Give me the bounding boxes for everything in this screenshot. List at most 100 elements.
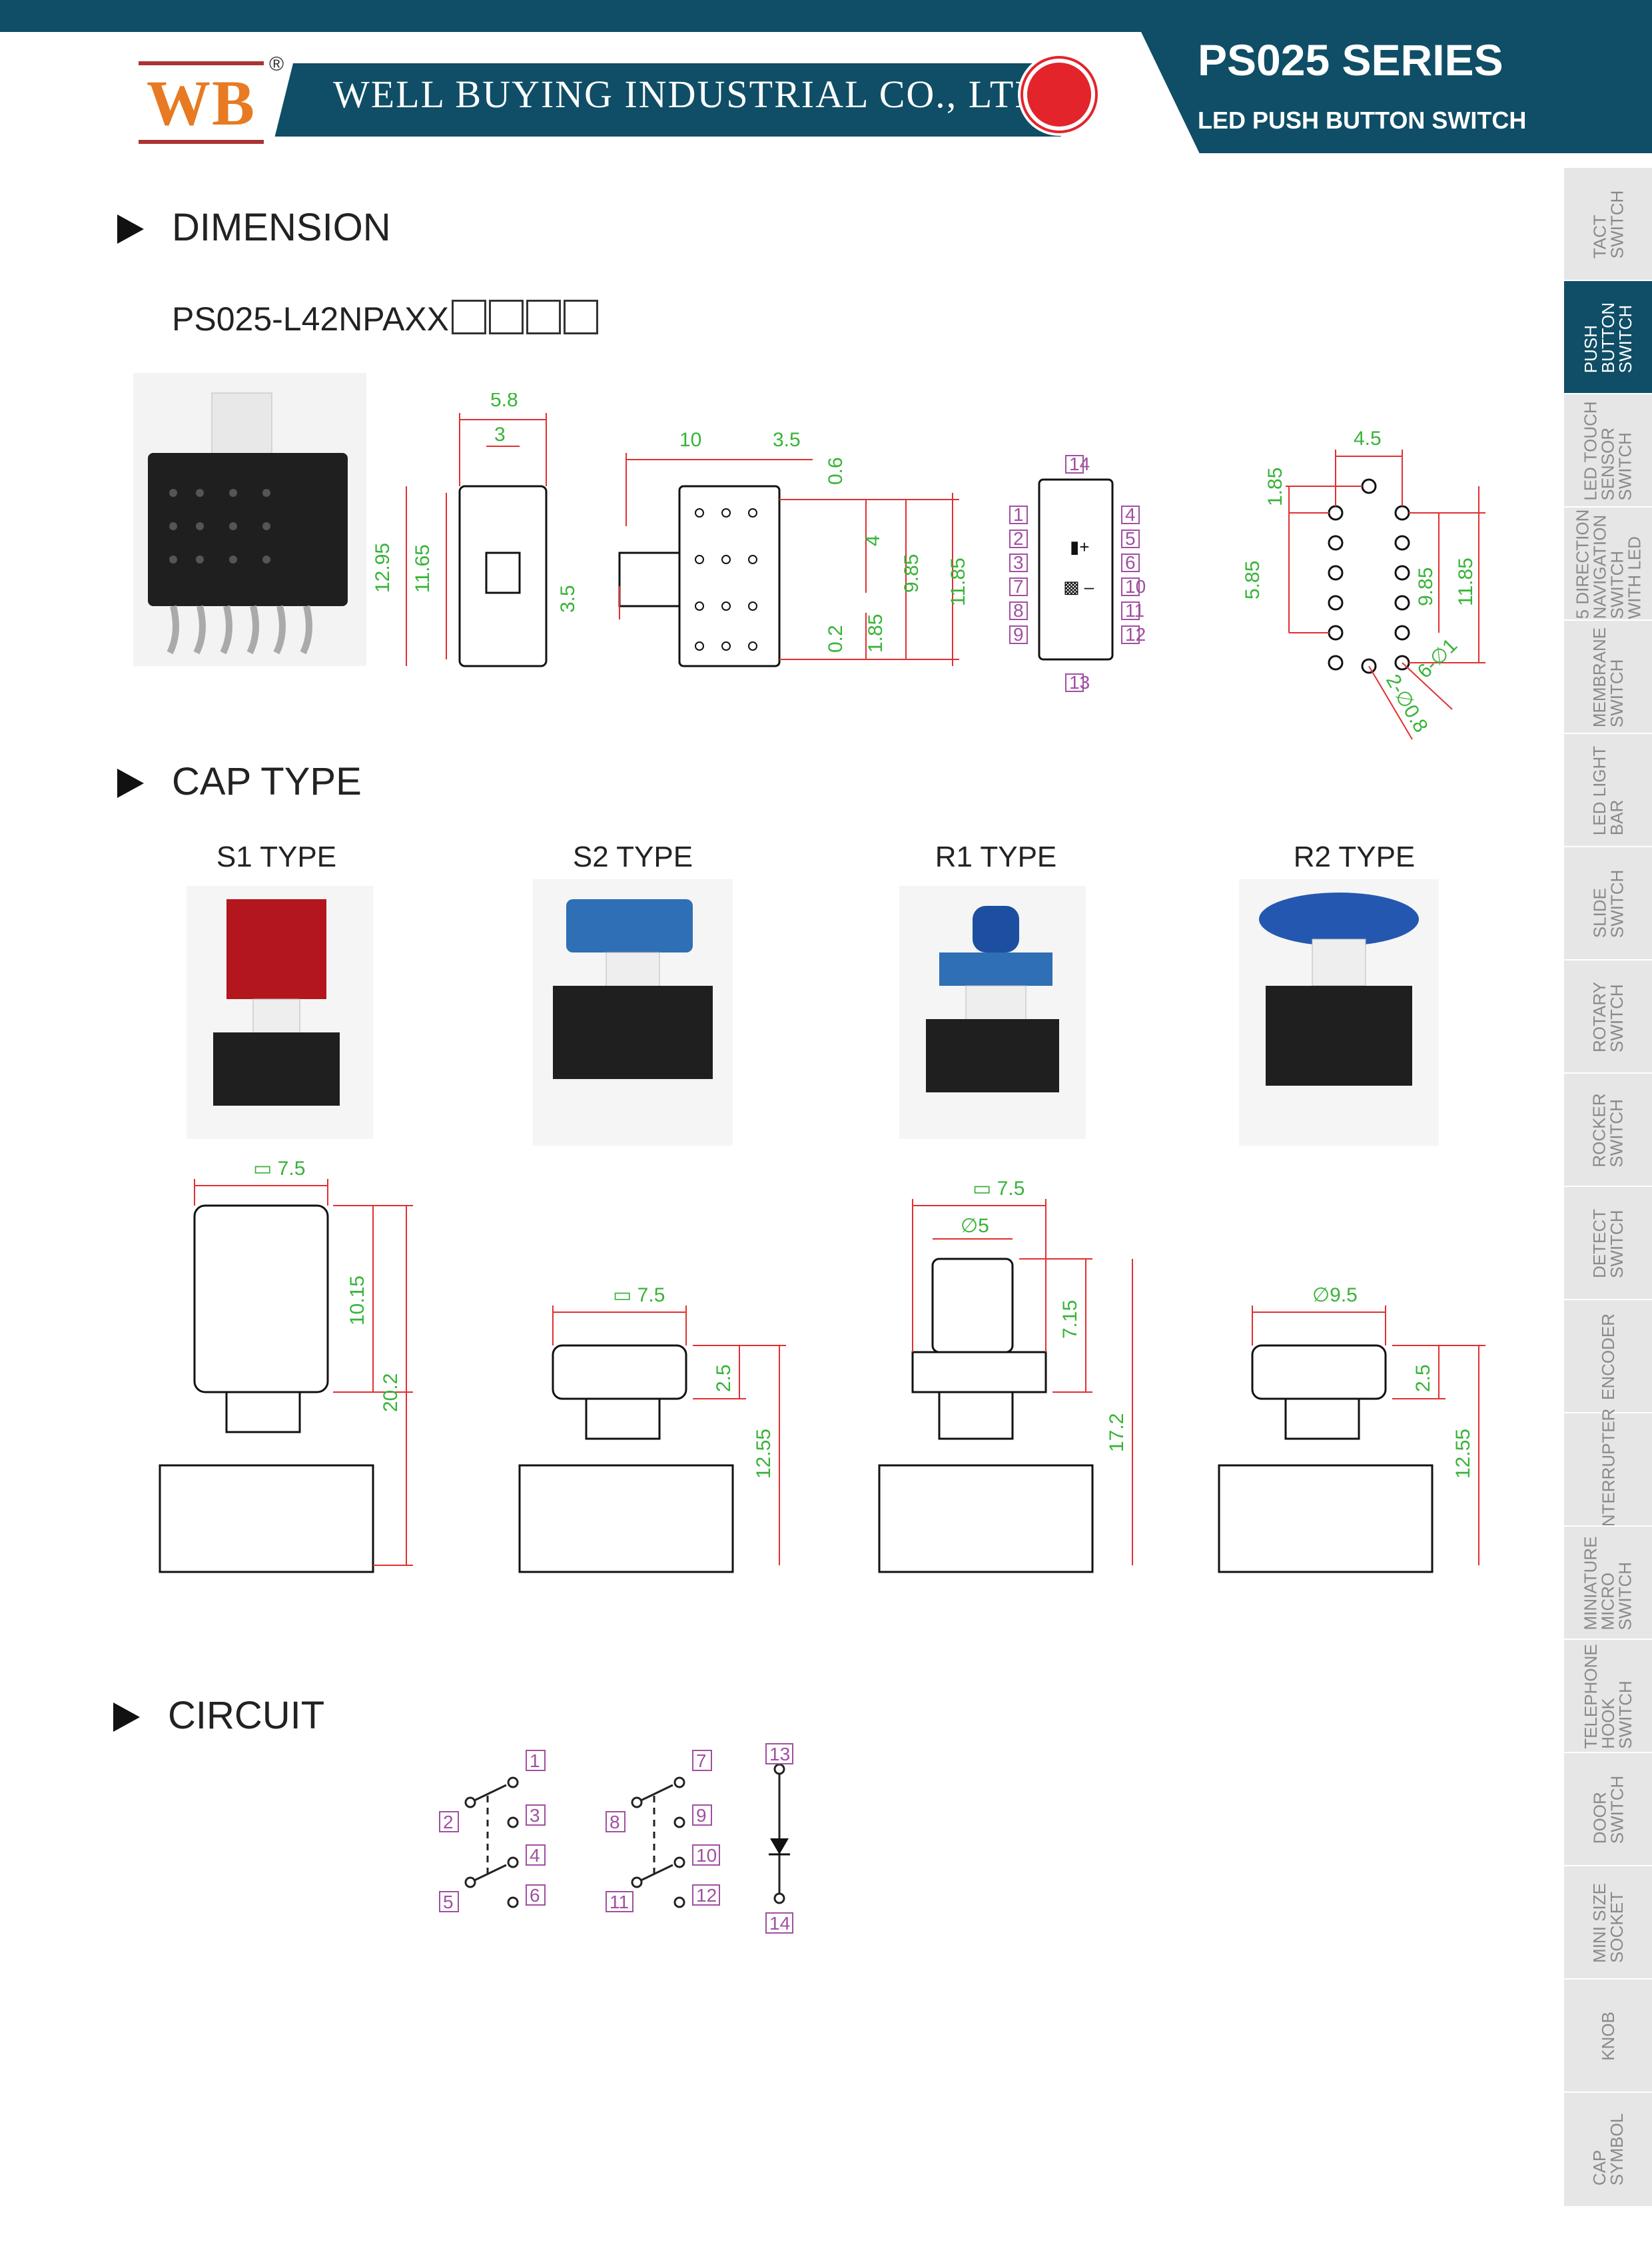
pin-right-6: 6 xyxy=(1125,552,1136,573)
circuit-pin-box xyxy=(606,1811,625,1832)
side-tab-14[interactable]: DOOR SWITCH xyxy=(1564,1752,1652,1866)
pin-right-6-box xyxy=(1121,554,1140,572)
side-tab-label: MEMBRANE SWITCH xyxy=(1589,627,1627,728)
s2-dim-total-height: 12.55 xyxy=(753,1429,775,1479)
side-tab-2[interactable]: LED TOUCH SENSOR SWITCH xyxy=(1564,393,1652,508)
pin-top: 14 xyxy=(1069,454,1090,474)
svg-text:▮+: ▮+ xyxy=(1070,537,1090,557)
side-tab-label: ROTARY SWITCH xyxy=(1589,982,1627,1052)
dim-pcb-hole1: 2-∅0.8 xyxy=(1382,671,1432,736)
pin-left-8-box xyxy=(1009,601,1028,620)
pin-left-7-box xyxy=(1009,577,1028,596)
circuit-pin-box xyxy=(692,1750,712,1771)
dim-top-width: 5.8 xyxy=(490,393,518,411)
r1-dim-cap-height: 7.15 xyxy=(1059,1300,1081,1339)
side-tab-16[interactable]: KNOB xyxy=(1564,1978,1652,2093)
side-tab-13[interactable]: TELEPHONE HOOK SWITCH xyxy=(1564,1639,1652,1753)
dim-side-02: 0.2 xyxy=(825,625,847,653)
circuit-pin-box xyxy=(606,1891,633,1912)
side-tab-0[interactable]: TACT SWITCH xyxy=(1564,167,1652,281)
circuit-pin-10: 10 xyxy=(696,1845,717,1866)
circuit-pin-box xyxy=(526,1750,546,1771)
section-title-circuit: CIRCUIT xyxy=(168,1694,325,1737)
dim-side-10: 10 xyxy=(679,429,701,451)
dim-pcb-585: 5.85 xyxy=(1242,561,1264,599)
dim-side-35: 3.5 xyxy=(773,429,801,451)
r1-cap-photo xyxy=(899,886,1086,1139)
r2-cap-photo xyxy=(1239,879,1439,1146)
circuit-pin-box xyxy=(765,1912,793,1934)
dim-pcb-1185: 11.85 xyxy=(1455,558,1477,606)
side-tab-label: DOOR SWITCH xyxy=(1589,1775,1627,1844)
pin-right-12: 12 xyxy=(1125,624,1146,645)
r2-drawing: ∅9.5 2.5 12.55 xyxy=(1218,1284,1485,1573)
side-tab-8[interactable]: ROCKER SWITCH xyxy=(1564,1072,1652,1187)
side-tab-label: DETECT SWITCH xyxy=(1589,1209,1627,1278)
side-tab-label: MINI SIZE SOCKET xyxy=(1589,1883,1627,1963)
side-tab-4[interactable]: MEMBRANE SWITCH xyxy=(1564,619,1652,734)
circuit-pin-box xyxy=(692,1844,720,1866)
dim-side-4: 4 xyxy=(862,535,884,546)
dim-pcb-45: 4.5 xyxy=(1354,428,1382,450)
circuit-pin-13: 13 xyxy=(769,1744,790,1764)
dim-top-inner: 3 xyxy=(494,424,506,446)
side-tab-17[interactable]: CAP SYMBOL xyxy=(1564,2091,1652,2206)
circuit-pin-box xyxy=(765,1743,793,1764)
section-title-dimension: DIMENSION xyxy=(172,206,391,249)
circuit-pin-box xyxy=(692,1884,720,1906)
side-tab-10[interactable]: ENCODER xyxy=(1564,1299,1652,1413)
header-series-panel xyxy=(1126,0,1652,153)
side-tab-5[interactable]: LED LIGHT BAR xyxy=(1564,733,1652,847)
pin-bottom: 13 xyxy=(1069,672,1090,693)
pin-left-9: 9 xyxy=(1013,624,1024,645)
circuit-pin-9: 9 xyxy=(696,1805,707,1826)
pin-right-4: 4 xyxy=(1125,504,1136,525)
side-tab-label: 5 DIRECTION NAVIGATION SWITCH WITH LED xyxy=(1572,509,1644,619)
side-tab-label: MINIATURE MICRO SWITCH xyxy=(1581,1536,1636,1631)
dim-pcb-185: 1.85 xyxy=(1264,468,1286,506)
cap-label-r2: R2 TYPE xyxy=(1293,841,1416,873)
dim-height-inner: 11.65 xyxy=(412,544,434,593)
dim-side-1185: 11.85 xyxy=(947,558,969,606)
side-tab-9[interactable]: DETECT SWITCH xyxy=(1564,1186,1652,1300)
side-tab-1[interactable]: PUSH BUTTON SWITCH xyxy=(1564,280,1652,394)
pin-right-10-box xyxy=(1121,577,1140,596)
circuit-pin-box xyxy=(526,1884,546,1906)
cap-drawings: ▭ 7.5 10.15 20.2 ▭ 7.5 2.5 12.55 ▭ 7.5 ∅… xyxy=(159,1158,1485,1573)
pin-left-1: 1 xyxy=(1013,504,1024,525)
s2-drawing: ▭ 7.5 2.5 12.55 xyxy=(518,1284,786,1573)
pin-right-4-box xyxy=(1121,506,1140,524)
dim-height-outer: 12.95 xyxy=(373,543,394,593)
circuit-pin-box xyxy=(692,1804,712,1826)
pin-left-1-box xyxy=(1009,506,1028,524)
side-tab-11[interactable]: INTERRUPTER xyxy=(1564,1409,1652,1531)
circuit-pin-box xyxy=(526,1844,546,1866)
side-tab-7[interactable]: ROTARY SWITCH xyxy=(1564,959,1652,1074)
circuit-pin-5: 5 xyxy=(443,1892,454,1912)
s2-cap-photo xyxy=(533,879,733,1146)
pin-left-8: 8 xyxy=(1013,600,1024,621)
series-subtitle: LED PUSH BUTTON SWITCH xyxy=(1198,107,1527,134)
cap-label-r1: R1 TYPE xyxy=(935,841,1057,873)
pin-left-3-box xyxy=(1009,554,1028,572)
side-tab-label: INTERRUPTER xyxy=(1598,1408,1618,1532)
side-tab-12[interactable]: MINIATURE MICRO SWITCH xyxy=(1564,1525,1652,1640)
circuit-pin-12: 12 xyxy=(696,1885,717,1906)
r1-dim-diameter: ∅5 xyxy=(961,1215,989,1237)
side-tab-6[interactable]: SLIDE SWITCH xyxy=(1564,846,1652,960)
section-arrow-icon xyxy=(117,769,144,798)
cap-label-s2: S2 TYPE xyxy=(572,841,693,873)
dim-side-06: 0.6 xyxy=(825,457,847,485)
side-tab-3[interactable]: 5 DIRECTION NAVIGATION SWITCH WITH LED xyxy=(1564,506,1652,621)
s1-dim-width: ▭ 7.5 xyxy=(253,1158,305,1180)
logo-text: WB xyxy=(146,67,256,139)
pin-left-2-box xyxy=(1009,530,1028,548)
circuit-pin-box xyxy=(439,1811,459,1832)
pin-left-2: 2 xyxy=(1013,528,1024,549)
circuit-pin-3: 3 xyxy=(530,1805,540,1826)
pin-bottom-box xyxy=(1065,673,1084,692)
side-tab-15[interactable]: MINI SIZE SOCKET xyxy=(1564,1865,1652,1980)
pin-right-11: 11 xyxy=(1125,600,1144,621)
red-button-icon xyxy=(1018,53,1100,136)
circuit-pin-box xyxy=(439,1891,459,1912)
